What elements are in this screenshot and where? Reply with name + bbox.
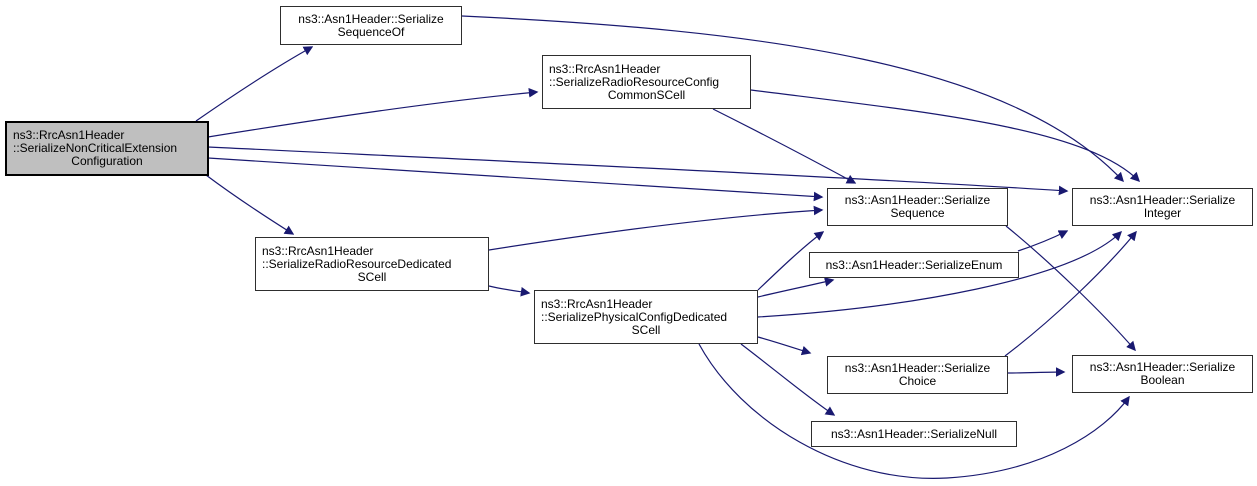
node-label-line: Sequence: [890, 206, 945, 220]
node-label-line: ns3::RrcAsn1Header: [13, 128, 125, 142]
node-label-line: ns3::Asn1Header::Serialize: [1089, 360, 1236, 374]
edge-physicalConfigDedicatedSCell-to-integer: [757, 230, 1123, 318]
node-label-line: ::SerializeNonCriticalExtension: [13, 141, 178, 155]
node-label-line: CommonSCell: [607, 87, 686, 102]
node-label-line: ns3::Asn1Header::Serialize: [844, 361, 991, 375]
edge-radioResourceConfigCommonSCell-to-sequence: [712, 108, 857, 184]
edge-radioResourceConfigCommonSCell-to-integer: [750, 89, 1141, 183]
node-label-line: ::SerializeRadioResourceDedicated: [262, 256, 452, 271]
node-label-line: SequenceOf: [337, 24, 405, 39]
node-serialize-radio-resource-dedicated-scell[interactable]: ns3::RrcAsn1Header ::SerializeRadioResou…: [255, 237, 489, 291]
node-label-line: ns3::RrcAsn1Header: [541, 296, 653, 311]
node-serialize-non-critical-extension-configuration[interactable]: ns3::RrcAsn1Header ::SerializeNonCritica…: [5, 121, 209, 176]
edge-nonCriticalExtensionConfiguration-to-sequence: [207, 157, 824, 202]
edge-radioResourceDedicatedSCell-to-physicalConfigDedicatedSCell: [488, 285, 531, 297]
node-label-line: ns3::Asn1Header::SerializeEnum: [825, 257, 1003, 272]
node-serialize-enum[interactable]: ns3::Asn1Header::SerializeEnum: [809, 252, 1019, 278]
edge-nonCriticalExtensionConfiguration-to-radioResourceDedicatedSCell: [205, 174, 295, 235]
node-label-line: Boolean: [1140, 373, 1185, 387]
edge-enum-to-integer: [1017, 230, 1069, 252]
edge-choice-to-boolean: [1007, 367, 1066, 377]
edge-nonCriticalExtensionConfiguration-to-sequenceOf: [195, 46, 314, 122]
edge-sequenceOf-to-integer: [461, 15, 1124, 183]
node-label-line: SCell: [631, 322, 661, 337]
node-label-line: ns3::Asn1Header::SerializeNull: [830, 426, 998, 441]
edge-physicalConfigDedicatedSCell-to-boolean: [698, 343, 1130, 479]
node-serialize-physical-config-dedicated-scell[interactable]: ns3::RrcAsn1Header ::SerializePhysicalCo…: [534, 290, 758, 344]
node-serialize-radio-resource-config-common-scell[interactable]: ns3::RrcAsn1Header ::SerializeRadioResou…: [542, 55, 751, 109]
node-label-line: ns3::RrcAsn1Header: [549, 61, 661, 76]
node-label-line: ns3::RrcAsn1Header: [262, 243, 374, 258]
node-serialize-sequence[interactable]: ns3::Asn1Header::Serialize Sequence: [827, 188, 1008, 226]
edge-physicalConfigDedicatedSCell-to-enum: [757, 277, 835, 298]
edge-physicalConfigDedicatedSCell-to-sequence: [757, 231, 825, 291]
node-label-line: ::SerializePhysicalConfigDedicated: [541, 309, 728, 324]
node-label-line: ns3::Asn1Header::Serialize: [298, 11, 444, 26]
node-label-line: ::SerializeRadioResourceConfig: [549, 74, 720, 89]
node-serialize-boolean[interactable]: ns3::Asn1Header::Serialize Boolean: [1072, 355, 1253, 393]
edge-sequence-to-boolean: [1005, 225, 1136, 352]
edge-choice-to-integer: [1004, 230, 1137, 357]
node-label-line: ns3::Asn1Header::Serialize: [844, 193, 991, 207]
node-serialize-choice[interactable]: ns3::Asn1Header::Serialize Choice: [827, 356, 1008, 394]
node-label-line: Integer: [1143, 206, 1182, 220]
edge-radioResourceDedicatedSCell-to-sequence: [488, 205, 824, 251]
node-label-line: Configuration: [71, 154, 143, 168]
edge-physicalConfigDedicatedSCell-to-choice: [757, 336, 812, 356]
node-serialize-integer[interactable]: ns3::Asn1Header::Serialize Integer: [1072, 188, 1253, 226]
edge-nonCriticalExtensionConfiguration-to-radioResourceConfigCommonSCell: [207, 87, 539, 138]
node-serialize-sequence-of[interactable]: ns3::Asn1Header::Serialize SequenceOf: [280, 6, 462, 45]
node-label-line: SCell: [357, 269, 387, 284]
node-label-line: Choice: [898, 374, 937, 388]
node-label-line: ns3::Asn1Header::Serialize: [1089, 193, 1236, 207]
edge-physicalConfigDedicatedSCell-to-null: [740, 343, 836, 416]
node-serialize-null[interactable]: ns3::Asn1Header::SerializeNull: [811, 421, 1017, 447]
edge-nonCriticalExtensionConfiguration-to-integer: [207, 146, 1069, 196]
